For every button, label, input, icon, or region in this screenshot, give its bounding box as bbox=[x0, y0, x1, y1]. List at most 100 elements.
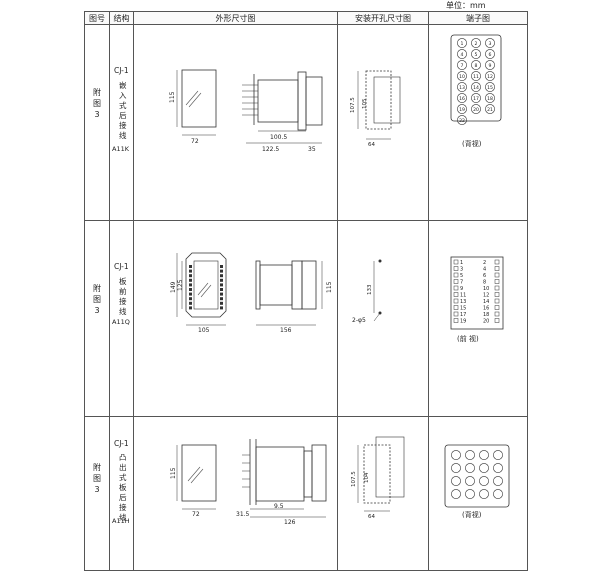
terminal-number: 6 bbox=[483, 273, 486, 279]
front-pin bbox=[220, 306, 223, 310]
model-label: CJ-1 bbox=[114, 439, 129, 448]
model-code: A11Q bbox=[112, 318, 130, 326]
terminal-drawing-a11h: (背视) bbox=[444, 444, 510, 519]
front-pin bbox=[220, 288, 223, 291]
terminal-number: 18 bbox=[483, 312, 489, 318]
dim-hole-spacing: 133 bbox=[367, 284, 373, 295]
structure-cell: CJ-1 嵌入式 后接线 A11K bbox=[109, 24, 134, 221]
terminal-square bbox=[453, 311, 459, 317]
front-flange bbox=[185, 252, 227, 318]
terminal-number: 16 bbox=[483, 306, 489, 312]
terminal-number: 14 bbox=[473, 85, 479, 91]
outline-drawing-cell: 115 72 100.5 122 bbox=[133, 24, 338, 221]
terminal-circle bbox=[457, 93, 467, 103]
terminal-circle bbox=[479, 476, 489, 486]
dim-offset: 9.5 bbox=[274, 503, 284, 510]
side-flange bbox=[297, 71, 307, 131]
front-pin bbox=[189, 278, 192, 282]
terminal-square bbox=[453, 305, 459, 310]
terminal-circle bbox=[457, 71, 467, 81]
dim-depth: 156 bbox=[280, 327, 292, 334]
terminal-circle bbox=[485, 104, 495, 114]
terminal-circle bbox=[485, 93, 495, 103]
terminal-number: 8 bbox=[475, 63, 478, 69]
front-pin bbox=[220, 265, 223, 268]
terminal-number: 11 bbox=[473, 74, 479, 80]
header-cutout: 安装开孔尺寸图 bbox=[337, 11, 429, 25]
header-structure: 结构 bbox=[109, 11, 134, 25]
side-terminal-block bbox=[311, 444, 327, 502]
front-pin bbox=[189, 292, 192, 296]
terminal-number: 2 bbox=[483, 260, 486, 266]
dim-hole-size: 2-φ5 bbox=[352, 317, 366, 324]
side-terminal-block bbox=[301, 260, 317, 310]
front-panel bbox=[193, 260, 219, 310]
dim-panel-height: 125 bbox=[177, 279, 184, 291]
terminal-square bbox=[453, 279, 459, 284]
terminal-square bbox=[453, 272, 459, 278]
cutout-drawing-cell: 107.5 105 64 bbox=[337, 24, 429, 221]
front-pin bbox=[189, 274, 192, 278]
dimension-table: 图号 结构 外形尺寸图 安装开孔尺寸图 端子图 附 图 3 CJ-1 嵌入式 后… bbox=[84, 11, 528, 571]
terminal-number: 7 bbox=[460, 280, 463, 286]
terminal-number: 15 bbox=[460, 306, 466, 312]
terminal-number: 18 bbox=[487, 96, 493, 102]
terminal-square bbox=[494, 292, 500, 297]
terminal-circle bbox=[457, 60, 467, 70]
terminal-number: 8 bbox=[483, 280, 486, 286]
terminal-circle bbox=[471, 71, 481, 81]
terminal-number: 4 bbox=[461, 52, 464, 58]
terminal-circle bbox=[457, 115, 467, 125]
table-row: 附 图 3 CJ-1 板前 接线 A11Q bbox=[84, 220, 528, 417]
terminal-board bbox=[450, 34, 502, 122]
cutout-drawing-a11k: 107.5 105 64 bbox=[350, 70, 401, 148]
header-terminal: 端子图 bbox=[428, 11, 528, 25]
terminal-square bbox=[494, 285, 500, 291]
dim-cutout-inner: 105 bbox=[362, 98, 368, 109]
dim-depth: 100.5 bbox=[270, 134, 287, 141]
terminal-square bbox=[453, 259, 459, 265]
terminal-circle bbox=[479, 489, 489, 499]
model-label: CJ-1 bbox=[114, 66, 129, 75]
terminal-circle bbox=[457, 38, 467, 48]
terminal-square bbox=[494, 318, 500, 323]
front-pin bbox=[220, 278, 223, 282]
terminal-circle bbox=[465, 463, 475, 473]
outline-drawing-a11k: 115 72 100.5 122 bbox=[169, 69, 323, 153]
terminal-number: 3 bbox=[489, 41, 492, 47]
terminal-number: 6 bbox=[489, 52, 492, 58]
structure-label: 板前 接线 bbox=[119, 277, 127, 316]
dim-flange-height: 149 bbox=[170, 281, 177, 293]
front-panel bbox=[181, 69, 217, 128]
terminal-square bbox=[494, 259, 500, 265]
side-terminal-block bbox=[305, 76, 323, 126]
front-pin bbox=[220, 283, 223, 287]
side-body bbox=[259, 264, 293, 306]
terminal-circle bbox=[493, 476, 503, 486]
cutout-drawing-cell: 107.5 104 64 bbox=[337, 416, 429, 571]
front-pin bbox=[189, 283, 192, 287]
terminal-caption: (背视) bbox=[462, 139, 482, 148]
terminal-circle bbox=[493, 463, 503, 473]
dim-cutout-height: 107.5 bbox=[351, 471, 357, 487]
terminal-number: 7 bbox=[461, 63, 464, 69]
dim-total-depth: 122.5 bbox=[262, 146, 279, 153]
terminal-square bbox=[494, 311, 500, 317]
cutout-outline bbox=[365, 70, 392, 130]
outline-drawing-cell: 149 125 105 156 115 bbox=[133, 220, 338, 417]
dim-cutout-width: 64 bbox=[368, 142, 375, 148]
model-code: A11K bbox=[112, 145, 129, 153]
outline-drawing-a11h: 115 72 9.5 126 31 bbox=[170, 439, 327, 525]
terminal-number: 2 bbox=[475, 41, 478, 47]
terminal-number: 4 bbox=[483, 267, 486, 273]
terminal-number: 20 bbox=[483, 319, 489, 325]
terminal-circle bbox=[465, 476, 475, 486]
mount-hole bbox=[378, 259, 382, 263]
terminal-circle bbox=[457, 82, 467, 92]
terminal-circle bbox=[479, 450, 489, 460]
dim-height: 115 bbox=[169, 91, 176, 103]
dim-depth: 126 bbox=[284, 519, 296, 525]
dim-cutout-height: 107.5 bbox=[350, 97, 356, 113]
